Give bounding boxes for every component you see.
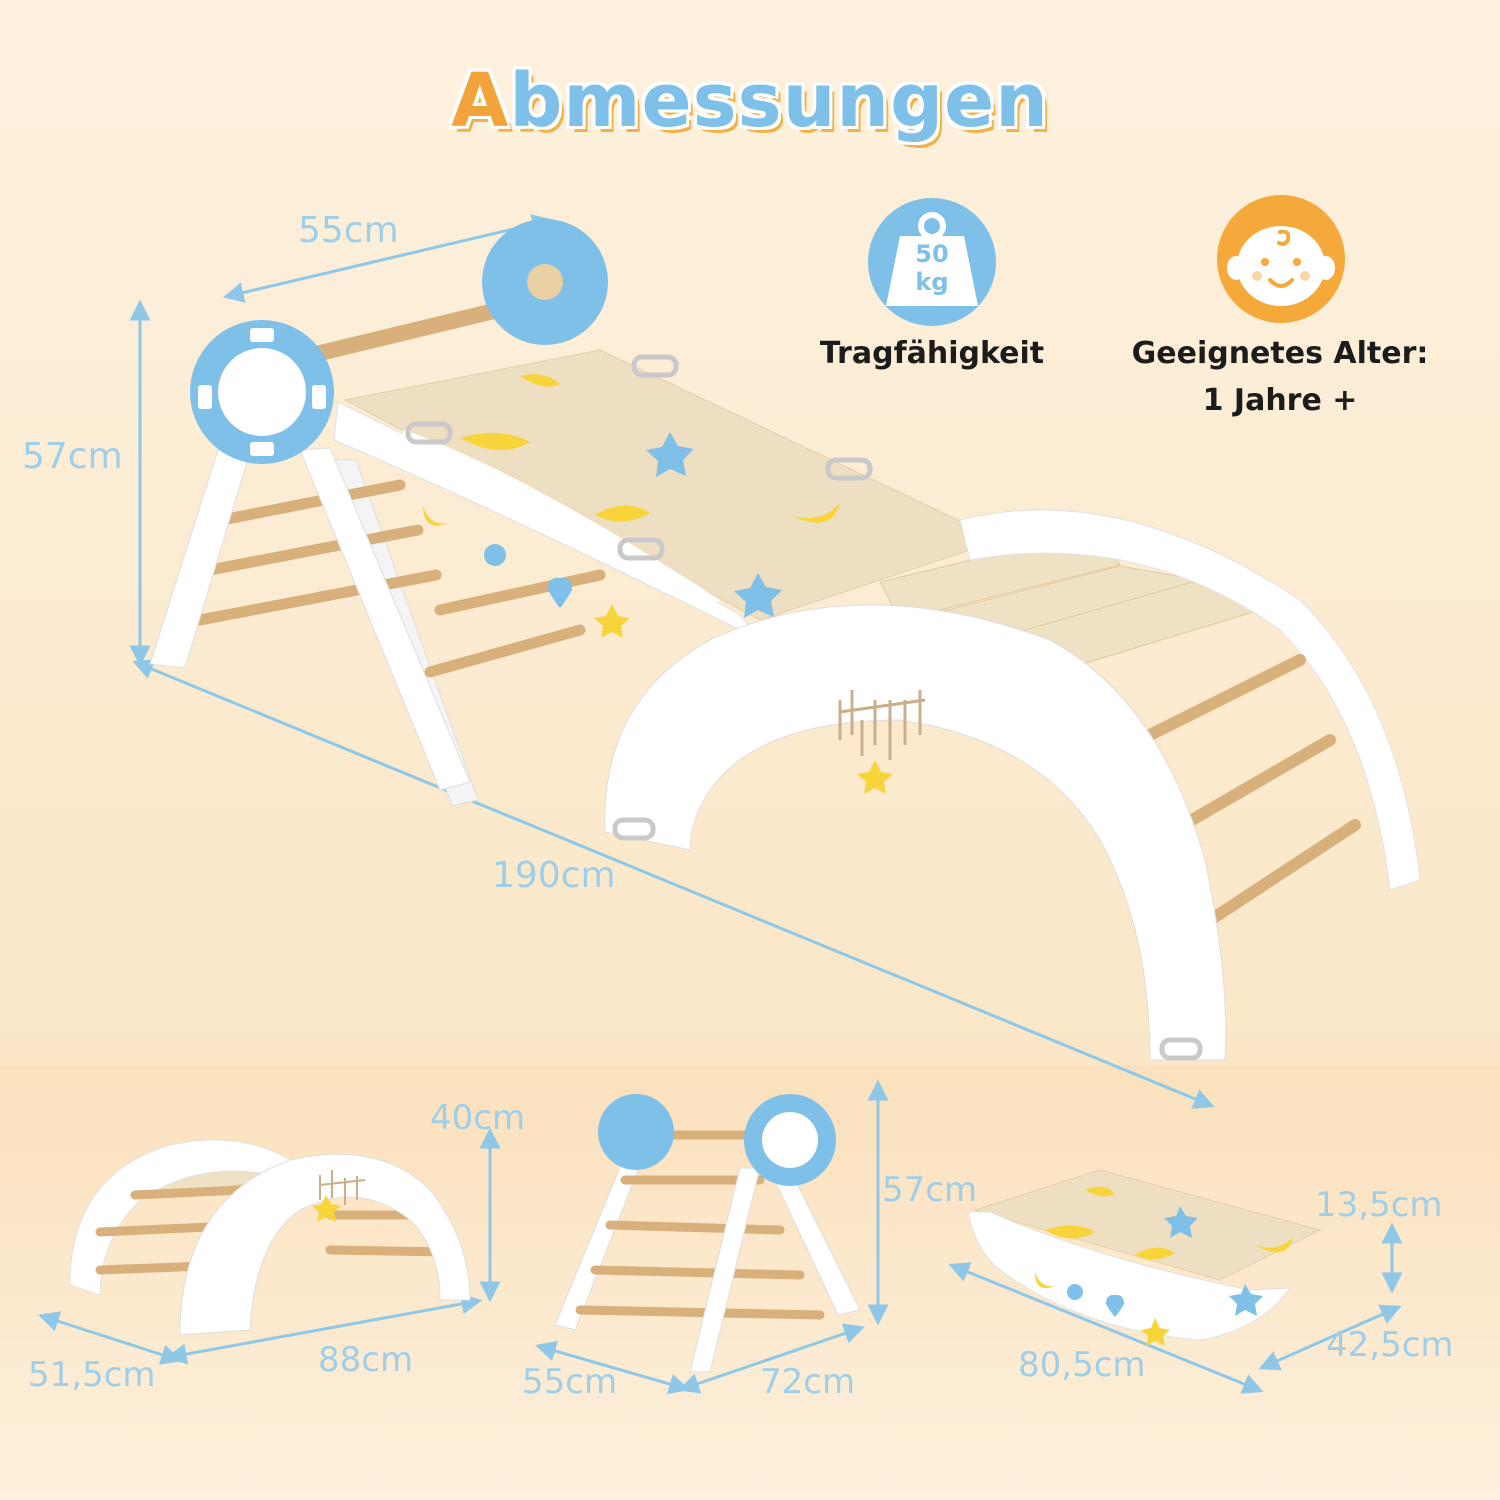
arch-depth-label: 51,5cm [28,1355,156,1395]
length-dimension-line [132,659,1215,1109]
weight-label: Tragfähigkeit [819,336,1045,371]
ramp-depth-label: 42,5cm [1326,1325,1454,1365]
ramp-length-label: 80,5cm [1018,1345,1146,1385]
weight-icon: 50 kg [868,198,996,326]
ramp-height-label: 13,5cm [1315,1185,1443,1225]
weight-unit: kg [915,268,948,296]
triangle-length-label: 72cm [760,1362,856,1402]
main-height-label: 57cm [22,436,123,477]
triangle-climber [149,219,608,807]
climbing-ramp [333,349,1002,641]
main-length-label: 190cm [492,855,616,896]
arch-height-label: 40cm [430,1098,526,1138]
title-rest: bmessungen [509,58,1049,144]
triangle-depth-label: 55cm [522,1362,618,1402]
width-dimension-line [222,214,554,303]
baby-face-icon [1217,195,1345,323]
arch-length-label: 88cm [318,1340,414,1380]
weight-value: 50 [915,240,948,268]
age-label-line1: Geeignetes Alter: [1131,336,1429,371]
main-width-label: 55cm [298,210,399,251]
age-label-line2: 1 Jahre + [1202,383,1358,418]
arch-climber [604,509,1421,1061]
title-first-letter: A [451,58,510,144]
triangle-height-label: 57cm [882,1170,978,1210]
page-title: Abmessungen [0,58,1500,144]
